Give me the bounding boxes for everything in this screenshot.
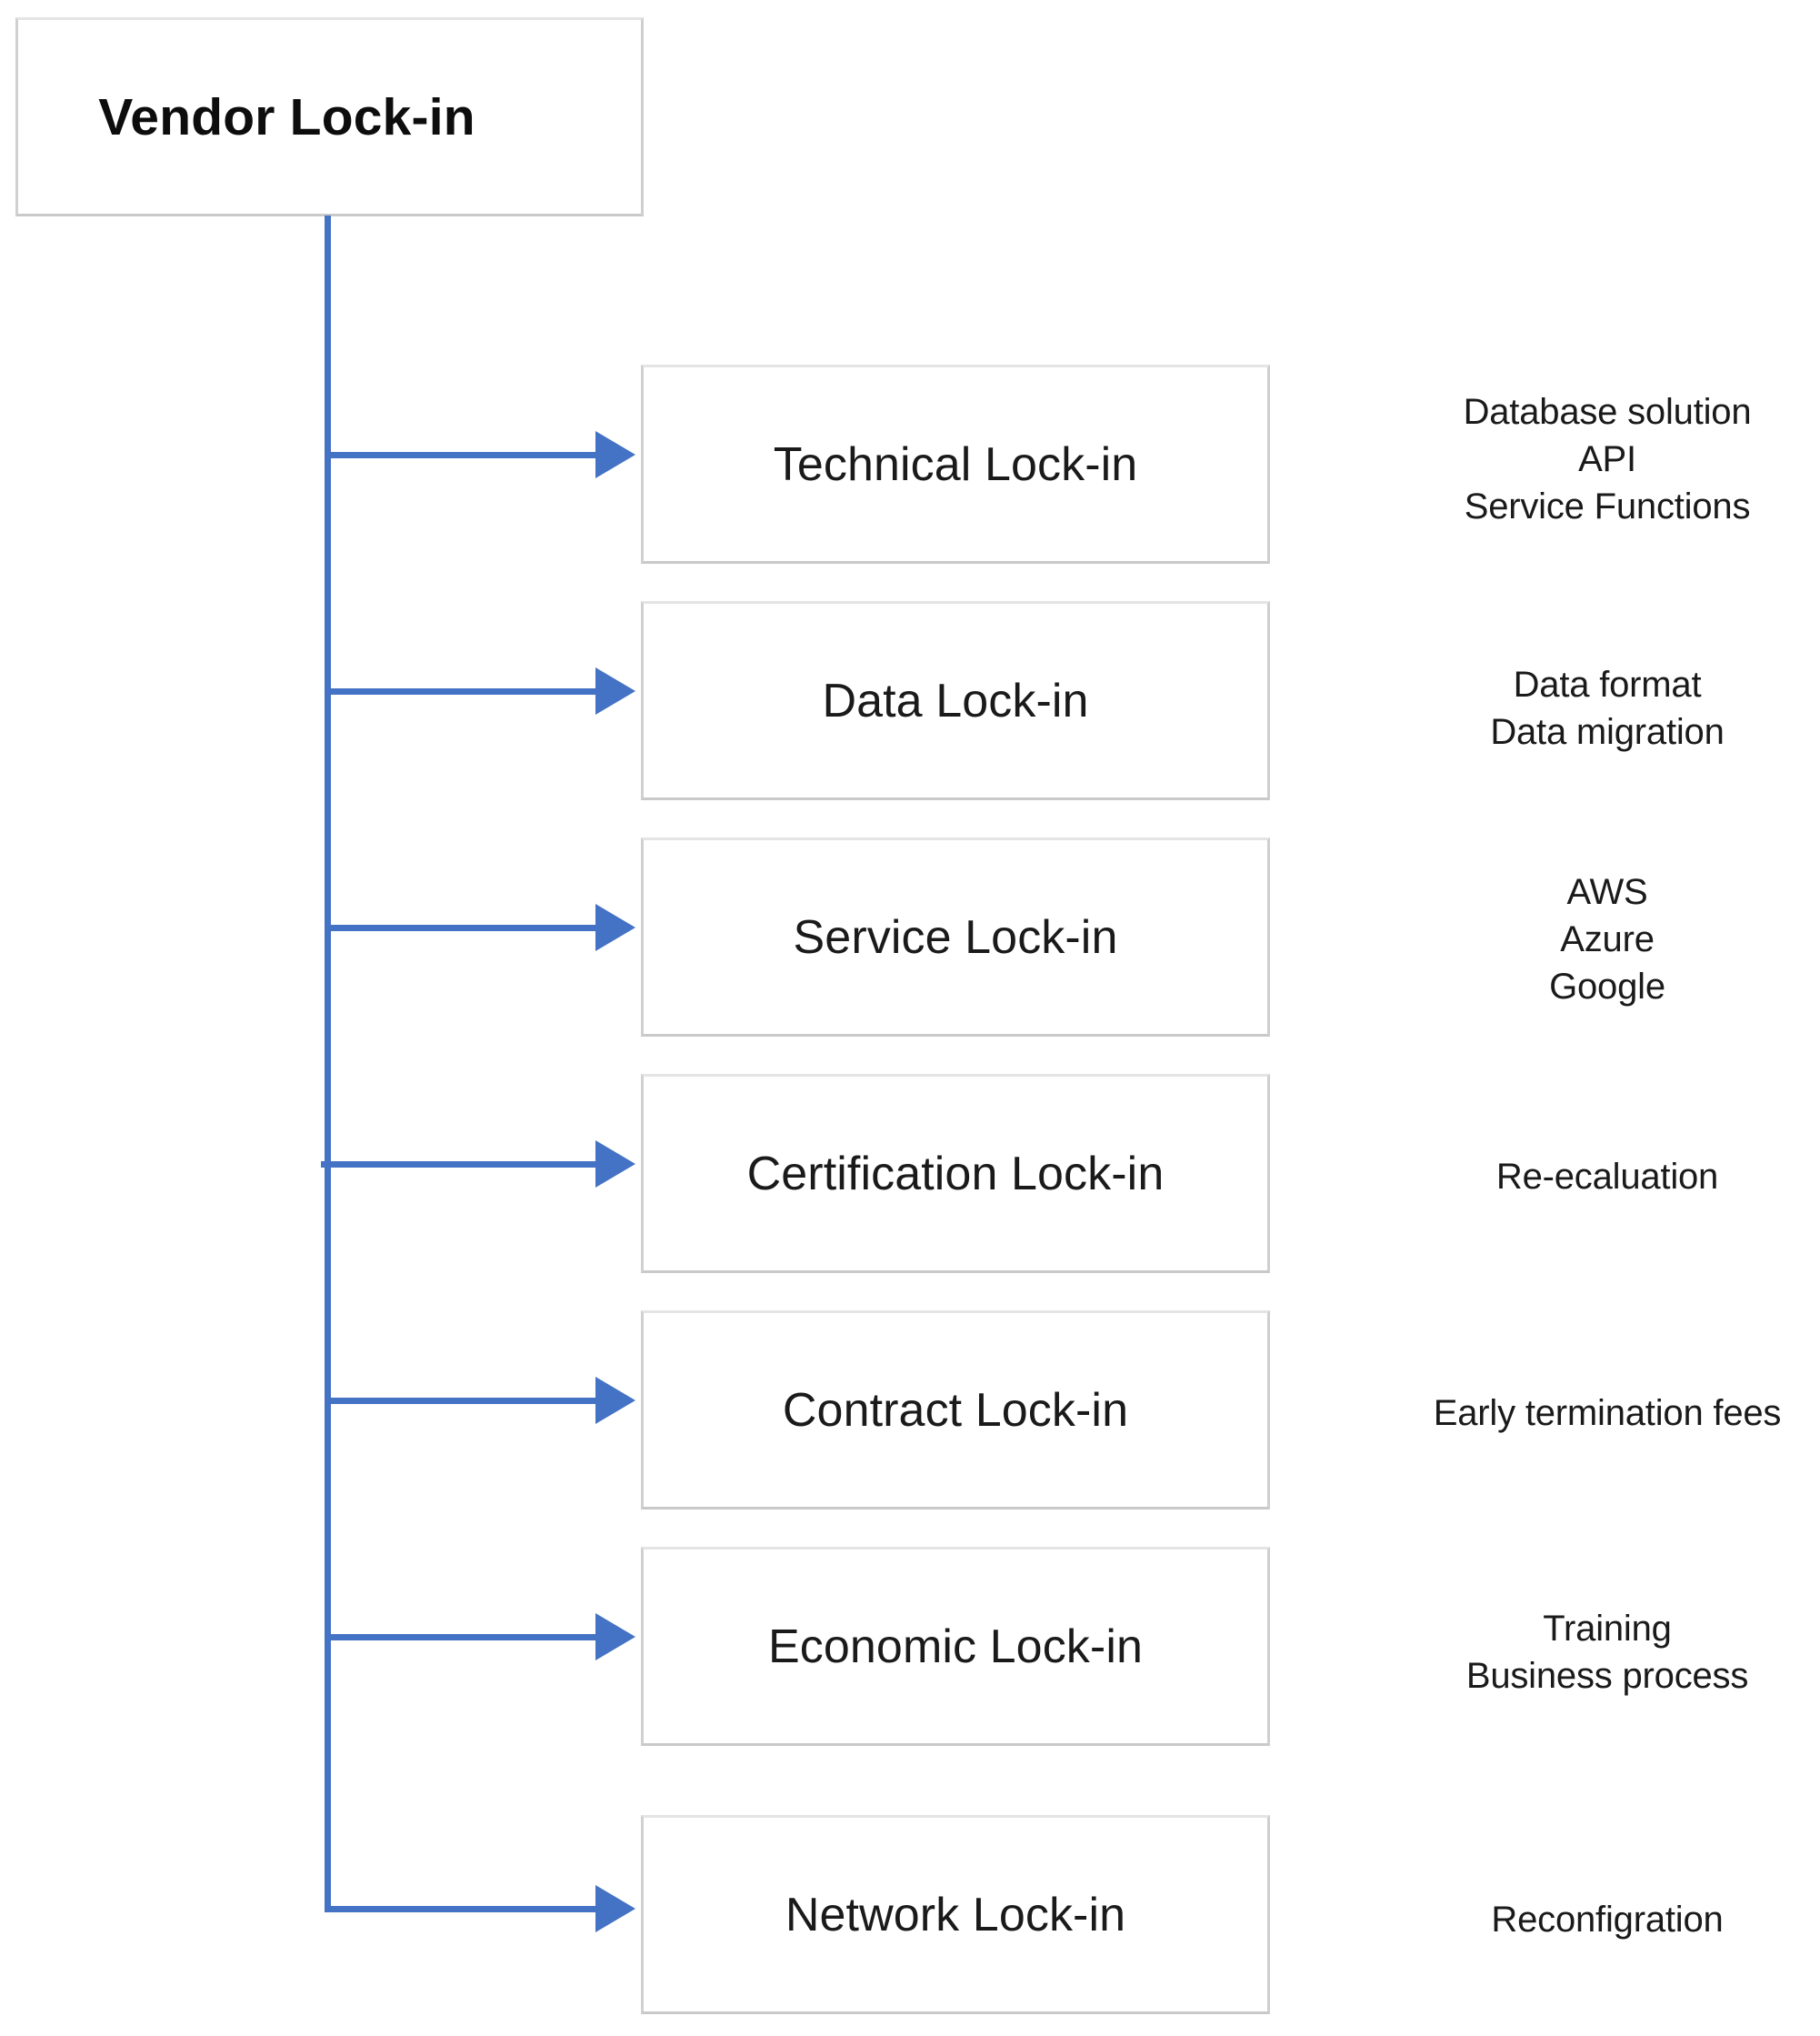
- node-label-contract-lock-in: Contract Lock-in: [782, 1383, 1129, 1437]
- node-contract-lock-in[interactable]: Contract Lock-in: [641, 1310, 1270, 1509]
- annotation-line: Data migration: [1490, 712, 1725, 752]
- node-label-data-lock-in: Data Lock-in: [822, 674, 1089, 727]
- node-label-technical-lock-in: Technical Lock-in: [773, 437, 1138, 491]
- node-data-lock-in[interactable]: Data Lock-in: [641, 601, 1270, 800]
- annotation-technical-lock-in: Database solution API Service Functions: [1316, 388, 1820, 530]
- arrow-head-network: [595, 1885, 635, 1932]
- annotation-line: Business process: [1465, 1656, 1749, 1696]
- annotation-line: Service Functions: [1464, 486, 1751, 527]
- node-label-service-lock-in: Service Lock-in: [793, 910, 1118, 964]
- node-network-lock-in[interactable]: Network Lock-in: [641, 1815, 1270, 2014]
- annotation-data-lock-in: Data format Data migration: [1316, 661, 1820, 756]
- annotation-line: Data format: [1513, 665, 1702, 705]
- connector-line-data: [327, 688, 600, 695]
- annotation-line: Azure: [1560, 919, 1655, 959]
- annotation-line: Google: [1549, 967, 1665, 1007]
- node-service-lock-in[interactable]: Service Lock-in: [641, 837, 1270, 1037]
- arrow-head-economic: [595, 1613, 635, 1660]
- connector-line-certification: [321, 1161, 600, 1168]
- annotation-line: API: [1578, 439, 1636, 479]
- connector-line-contract: [327, 1398, 600, 1404]
- trunk-connector-line: [325, 216, 331, 1912]
- annotation-line: Early termination fees: [1433, 1393, 1782, 1433]
- node-certification-lock-in[interactable]: Certification Lock-in: [641, 1074, 1270, 1273]
- annotation-line: Re-ecaluation: [1495, 1157, 1719, 1197]
- annotation-network-lock-in: Reconfigration: [1316, 1896, 1820, 1943]
- node-label-economic-lock-in: Economic Lock-in: [768, 1620, 1143, 1673]
- connector-line-economic: [327, 1634, 600, 1640]
- root-node-vendor-lock-in[interactable]: Vendor Lock-in: [15, 17, 644, 216]
- annotation-certification-lock-in: Re-ecaluation: [1316, 1153, 1820, 1200]
- annotation-service-lock-in: AWS Azure Google: [1316, 868, 1820, 1010]
- root-node-label: Vendor Lock-in: [98, 87, 475, 146]
- annotation-line: Training: [1543, 1609, 1672, 1649]
- arrow-head-data: [595, 667, 635, 715]
- connector-line-technical: [327, 452, 600, 458]
- arrow-head-certification: [595, 1140, 635, 1188]
- arrow-head-contract: [595, 1377, 635, 1424]
- annotation-line: AWS: [1566, 872, 1648, 912]
- arrow-head-service: [595, 904, 635, 951]
- annotation-contract-lock-in: Early termination fees: [1316, 1389, 1820, 1437]
- node-economic-lock-in[interactable]: Economic Lock-in: [641, 1547, 1270, 1746]
- connector-line-service: [327, 925, 600, 931]
- connector-line-network: [325, 1906, 600, 1912]
- annotation-line: Database solution: [1463, 392, 1752, 432]
- arrow-head-technical: [595, 431, 635, 478]
- node-label-certification-lock-in: Certification Lock-in: [746, 1147, 1165, 1200]
- node-technical-lock-in[interactable]: Technical Lock-in: [641, 365, 1270, 564]
- annotation-line: Reconfigration: [1491, 1900, 1724, 1940]
- annotation-economic-lock-in: Training Business process: [1316, 1605, 1820, 1700]
- node-label-network-lock-in: Network Lock-in: [785, 1888, 1126, 1941]
